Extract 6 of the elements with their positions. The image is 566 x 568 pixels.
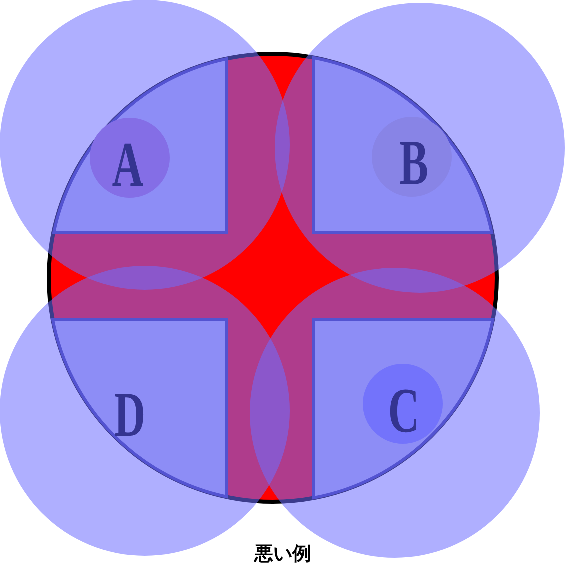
caption: 悪い例 bbox=[254, 542, 312, 567]
quadrant-letter: C bbox=[388, 374, 420, 446]
quadrant-letter: D bbox=[114, 378, 146, 450]
quadrant-shape bbox=[52, 318, 228, 498]
quadrant-letter: B bbox=[400, 126, 428, 198]
quadrant-letter: A bbox=[112, 128, 144, 200]
